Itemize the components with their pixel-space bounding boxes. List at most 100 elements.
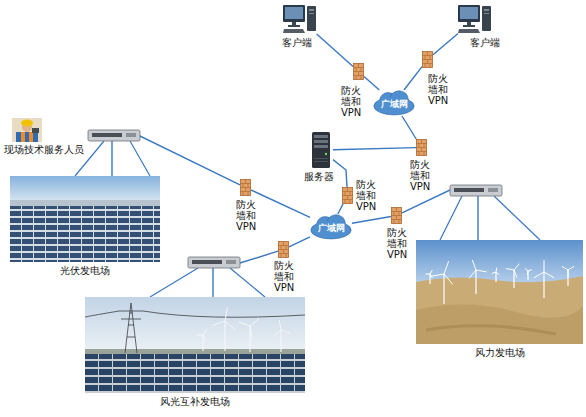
illustration-part (307, 6, 316, 31)
illustration-part (88, 130, 140, 141)
illustration-part (454, 188, 484, 192)
illustration-part (203, 335, 207, 341)
firewall-icon (391, 207, 402, 224)
illustration-part (514, 264, 519, 270)
illustration-part (85, 297, 305, 355)
illustration-part (273, 330, 281, 336)
illustration-part (241, 180, 251, 196)
firewall-label: 防火墙和VPN (236, 199, 260, 232)
illustration-part (225, 308, 227, 321)
illustration-part (280, 330, 281, 352)
illustration-part (85, 311, 305, 317)
illustration-part (513, 270, 514, 288)
illustration-part (444, 274, 453, 284)
illustration-part (250, 319, 259, 327)
illustration-part (279, 242, 289, 258)
illustration-part (85, 354, 305, 393)
illustration-part (568, 270, 569, 277)
illustration-part (374, 97, 414, 115)
illustration-part (534, 272, 544, 278)
illustration-part (482, 6, 491, 31)
network-link (364, 76, 379, 90)
illustration-part (463, 25, 475, 27)
wan-cloud: 广域网 (373, 90, 415, 116)
illustration-part (460, 7, 478, 19)
firewall-label: 防火墙和VPN (387, 227, 411, 260)
illustration-part (392, 208, 402, 224)
illustration-part (130, 141, 150, 176)
illustration-part (10, 206, 160, 262)
wind-farm: 风力发电场 (416, 240, 583, 344)
firewall-icon (240, 179, 251, 196)
illustration-part (283, 29, 305, 33)
illustration-part (12, 118, 42, 142)
network-switch (88, 130, 140, 141)
illustration-part (343, 188, 353, 204)
illustration-part (416, 276, 583, 344)
network-link (289, 237, 310, 247)
hybrid-farm: 风光互补发电场 (85, 297, 305, 393)
illustration-part (279, 320, 281, 330)
wind-farm-photo (416, 240, 583, 344)
client-computer: 客户端 (283, 4, 317, 34)
solar-farm-photo (10, 176, 160, 262)
illustration-part (467, 22, 471, 25)
illustration-part (494, 196, 540, 240)
illustration-part (285, 7, 303, 19)
illustration-part (314, 158, 328, 159)
client-computer: 客户端 (458, 4, 492, 34)
illustration-part (444, 261, 449, 274)
illustration-part (10, 206, 160, 262)
firewall-label: 防火墙和VPN (428, 73, 452, 106)
computer-icon (283, 4, 317, 34)
illustration-part (32, 128, 39, 133)
illustration-part (458, 29, 480, 33)
caption-label: 风力发电场 (475, 347, 525, 359)
illustration-part (423, 52, 433, 68)
illustration-part (506, 269, 514, 270)
illustration-part (527, 271, 529, 275)
firewall-node: 防火墙和VPN (278, 241, 289, 258)
cloud-label: 广域网 (381, 99, 408, 110)
illustration-part (224, 321, 225, 351)
illustration-part (309, 13, 314, 14)
illustration-part (309, 9, 314, 11)
caption-label: 光伏发电场 (60, 265, 110, 277)
illustration-part (283, 5, 305, 22)
network-link (433, 34, 458, 55)
illustration-part (312, 132, 330, 168)
firewall-node: 防火墙和VPN (416, 139, 427, 156)
firewall-icon (342, 187, 353, 204)
illustration-part (202, 335, 203, 351)
illustration-part (21, 120, 33, 127)
illustration-part (423, 52, 433, 68)
illustration-part (484, 13, 489, 14)
illustration-part (484, 9, 489, 11)
illustration-part (92, 133, 122, 137)
illustration-part (417, 140, 427, 156)
illustration-part (392, 208, 402, 224)
illustration-part (543, 272, 544, 298)
firewall-node: 防火墙和VPN (240, 179, 251, 196)
hybrid-farm-photo (85, 297, 305, 393)
firewall-node: 防火墙和VPN (342, 187, 353, 204)
computer-icon (458, 4, 492, 34)
illustration-part (325, 153, 327, 155)
solar-farm: 光伏发电场 (10, 176, 160, 262)
illustration-part (472, 260, 476, 270)
illustration-part (354, 64, 364, 80)
illustration-part (417, 140, 427, 156)
firewall-label: 防火墙和VPN (410, 159, 434, 192)
firewall-label: 防火墙和VPN (274, 260, 298, 293)
illustration-part (314, 145, 328, 148)
network-link (333, 148, 416, 150)
illustration-part (496, 268, 498, 272)
illustration-part (495, 272, 496, 282)
firewall-icon (353, 63, 364, 80)
network-switch (450, 185, 502, 196)
illustration-part (292, 22, 296, 25)
illustration-part (426, 326, 556, 334)
illustration-part (562, 266, 568, 270)
server-icon (309, 132, 333, 168)
illustration-part (314, 161, 328, 162)
